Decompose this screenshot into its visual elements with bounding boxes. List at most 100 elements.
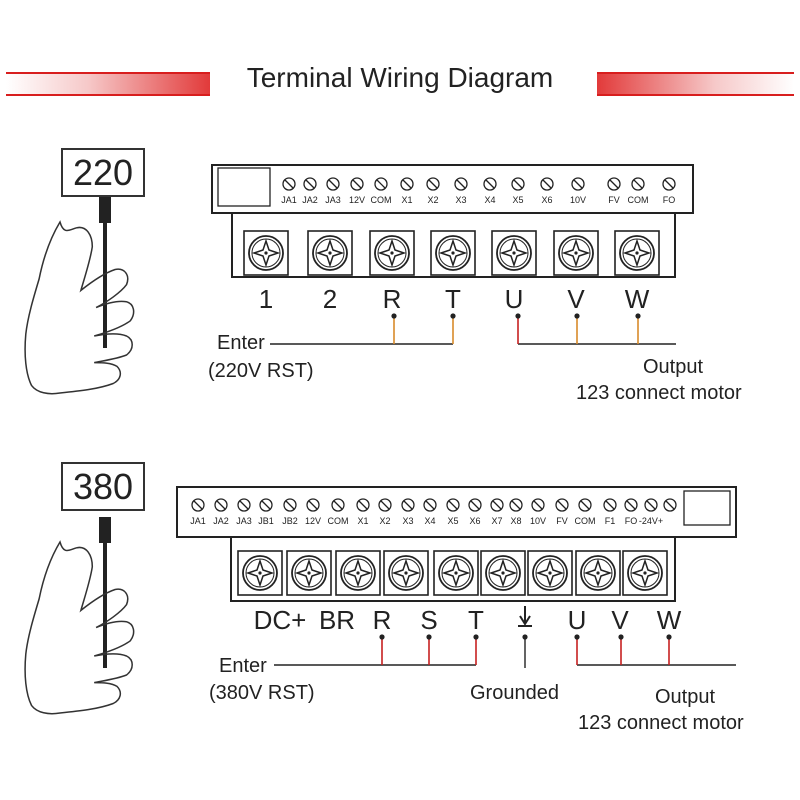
signal-terminal-label: X5: [512, 195, 523, 205]
screw-terminal-icon: [571, 177, 585, 191]
power-terminal-label: U: [568, 605, 587, 635]
signal-terminal-label: 12V: [305, 516, 321, 526]
screw-terminal-icon: [644, 498, 658, 512]
signal-terminal-label: FO: [625, 516, 638, 526]
wire-terminal-dot: [635, 313, 641, 319]
screw-terminal-icon: [214, 498, 228, 512]
output-label-380: Output: [655, 686, 716, 708]
screw-terminal-icon: [624, 498, 638, 512]
hand-holding-cable-icon: [24, 541, 135, 715]
power-terminal-label: 2: [323, 284, 337, 314]
signal-terminal-label: F1: [605, 516, 616, 526]
screw-terminal-icon: [540, 177, 554, 191]
screw-terminal-icon: [326, 177, 340, 191]
power-terminal-label: W: [657, 605, 682, 635]
signal-terminal-label: 12V: [349, 195, 365, 205]
signal-terminal-label: X1: [357, 516, 368, 526]
screw-terminal-icon: [555, 498, 569, 512]
screw-terminal-icon: [430, 230, 476, 276]
output-sublabel-380: 123 connect motor: [578, 712, 744, 734]
title-bar-left: [6, 72, 210, 96]
power-terminal-label: BR: [319, 605, 355, 635]
wire-terminal-dot: [391, 313, 397, 319]
voltage-box-380: 380: [61, 462, 145, 511]
hand-holding-cable-icon: [24, 221, 135, 395]
wire-terminal-dot: [379, 634, 385, 640]
power-terminal-label: W: [625, 284, 650, 314]
screw-terminal-icon: [483, 177, 497, 191]
screw-terminal-icon: [306, 498, 320, 512]
screw-terminal-icon: [622, 550, 668, 596]
label-plate-380: [683, 490, 731, 526]
wire-terminal-dot: [515, 313, 521, 319]
signal-terminal-label: X6: [469, 516, 480, 526]
screw-terminal-icon: [511, 177, 525, 191]
signal-terminal-label: COM: [575, 516, 596, 526]
signal-terminal-label: X3: [402, 516, 413, 526]
signal-terminal-label: FV: [556, 516, 568, 526]
screw-terminal-icon: [663, 498, 677, 512]
signal-terminal-label: 10V: [530, 516, 546, 526]
power-terminal-label: S: [420, 605, 437, 635]
screw-terminal-icon: [607, 177, 621, 191]
screw-terminal-icon: [282, 177, 296, 191]
signal-terminal-label: COM: [371, 195, 392, 205]
screw-terminal-icon: [237, 498, 251, 512]
signal-terminal-label: X8: [510, 516, 521, 526]
screw-terminal-icon: [426, 177, 440, 191]
hand-cable-220: [24, 197, 135, 395]
screw-terminal-icon: [480, 550, 526, 596]
screw-terminal-icon: [243, 230, 289, 276]
signal-terminal-label: JA1: [190, 516, 206, 526]
wire-terminal-dot: [666, 634, 672, 640]
screw-terminal-icon: [283, 498, 297, 512]
screw-terminal-icon: [614, 230, 660, 276]
signal-terminal-label: JB1: [258, 516, 274, 526]
voltage-box-220: 220: [61, 148, 145, 197]
screw-terminal-icon: [259, 498, 273, 512]
screw-terminal-icon: [490, 498, 504, 512]
screw-terminal-icon: [553, 230, 599, 276]
screw-terminal-icon: [400, 177, 414, 191]
signal-terminal-label: COM: [328, 516, 349, 526]
power-terminal-label: T: [445, 284, 461, 314]
screw-terminal-icon: [369, 230, 415, 276]
input-label-380: Enter: [219, 655, 267, 677]
output-label-220: Output: [643, 356, 704, 378]
screw-terminal-icon: [531, 498, 545, 512]
ground-label-380: Grounded: [470, 682, 559, 704]
input-sublabel-220: (220V RST): [208, 360, 314, 382]
signal-strip-220: [211, 164, 694, 214]
signal-terminal-label: 10V: [570, 195, 586, 205]
input-sublabel-380: (380V RST): [209, 682, 315, 704]
screw-terminal-icon: [374, 177, 388, 191]
screw-terminal-icon: [446, 498, 460, 512]
signal-terminal-label: X4: [424, 516, 435, 526]
signal-terminal-label: JA2: [213, 516, 229, 526]
screw-terminal-icon: [307, 230, 353, 276]
signal-terminal-label: -24V+: [639, 516, 663, 526]
screw-terminal-icon: [603, 498, 617, 512]
wire-terminal-dot: [618, 634, 624, 640]
signal-terminal-label: JA3: [325, 195, 341, 205]
power-terminal-label: V: [611, 605, 629, 635]
screw-terminal-icon: [191, 498, 205, 512]
screw-terminal-icon: [491, 230, 537, 276]
signal-terminal-label: JA3: [236, 516, 252, 526]
signal-terminal-label: X7: [491, 516, 502, 526]
wire-terminal-dot: [450, 313, 456, 319]
signal-terminal-label: X3: [455, 195, 466, 205]
screw-terminal-icon: [286, 550, 332, 596]
title-bar-right: [597, 72, 794, 96]
screw-terminal-icon: [383, 550, 429, 596]
screw-terminal-icon: [631, 177, 645, 191]
wire-terminal-dot: [473, 634, 479, 640]
page-title: Terminal Wiring Diagram: [246, 62, 554, 93]
screw-terminal-icon: [237, 550, 283, 596]
screw-terminal-icon: [350, 177, 364, 191]
signal-terminal-label: JA2: [302, 195, 318, 205]
signal-strip-380: [176, 486, 737, 538]
screw-terminal-icon: [303, 177, 317, 191]
screw-terminal-icon: [433, 550, 479, 596]
